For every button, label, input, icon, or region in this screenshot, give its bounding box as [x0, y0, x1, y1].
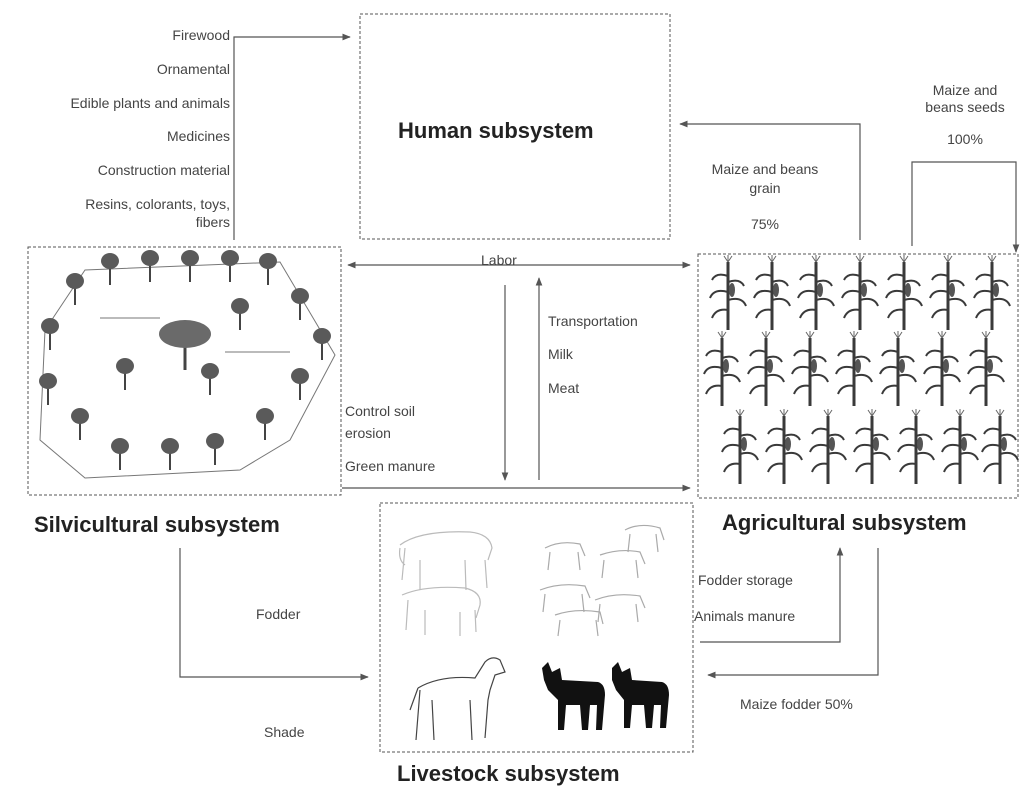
- product-resins: Resins, colorants, toys,: [85, 196, 230, 212]
- labor-label: Labor: [481, 252, 517, 268]
- livestock-subsystem-title: Livestock subsystem: [397, 761, 620, 787]
- erosion-label: erosion: [345, 425, 391, 441]
- seeds-label-line1: Maize and: [905, 82, 1025, 98]
- grain-pct: 75%: [680, 216, 850, 232]
- manure-arrow: [700, 548, 840, 642]
- seeds-arrow: [912, 162, 1016, 252]
- forest-illustration: [39, 250, 335, 478]
- fodder-label: Fodder: [256, 606, 300, 622]
- green-manure-label: Green manure: [345, 458, 435, 474]
- product-firewood: Firewood: [172, 27, 230, 43]
- meat-label: Meat: [548, 380, 579, 396]
- grain-label-line2: grain: [680, 180, 850, 196]
- product-construction: Construction material: [98, 162, 230, 178]
- donkeys-illustration: [542, 662, 669, 730]
- transportation-label: Transportation: [548, 313, 638, 329]
- product-edible: Edible plants and animals: [70, 95, 230, 111]
- product-medicines: Medicines: [167, 128, 230, 144]
- agricultural-subsystem-title: Agricultural subsystem: [722, 510, 967, 536]
- human-subsystem-title: Human subsystem: [398, 118, 594, 144]
- animals-manure-label: Animals manure: [694, 608, 795, 624]
- shade-label: Shade: [264, 724, 304, 740]
- maize-fodder-label: Maize fodder 50%: [740, 696, 853, 712]
- grain-label-line1: Maize and beans: [680, 161, 850, 177]
- horse-illustration: [410, 658, 505, 740]
- seeds-label-line2: beans seeds: [905, 99, 1025, 115]
- products-arrow: [234, 37, 350, 240]
- control-soil-label: Control soil: [345, 403, 415, 419]
- milk-label: Milk: [548, 346, 573, 362]
- fodder-storage-label: Fodder storage: [698, 572, 793, 588]
- goats-illustration: [540, 525, 664, 636]
- cattle-illustration: [400, 532, 492, 636]
- product-ornamental: Ornamental: [157, 61, 230, 77]
- product-fibers: fibers: [196, 214, 230, 230]
- seeds-pct: 100%: [905, 131, 1025, 147]
- silvicultural-subsystem-title: Silvicultural subsystem: [34, 512, 280, 538]
- maize-field-illustration: [704, 255, 1018, 484]
